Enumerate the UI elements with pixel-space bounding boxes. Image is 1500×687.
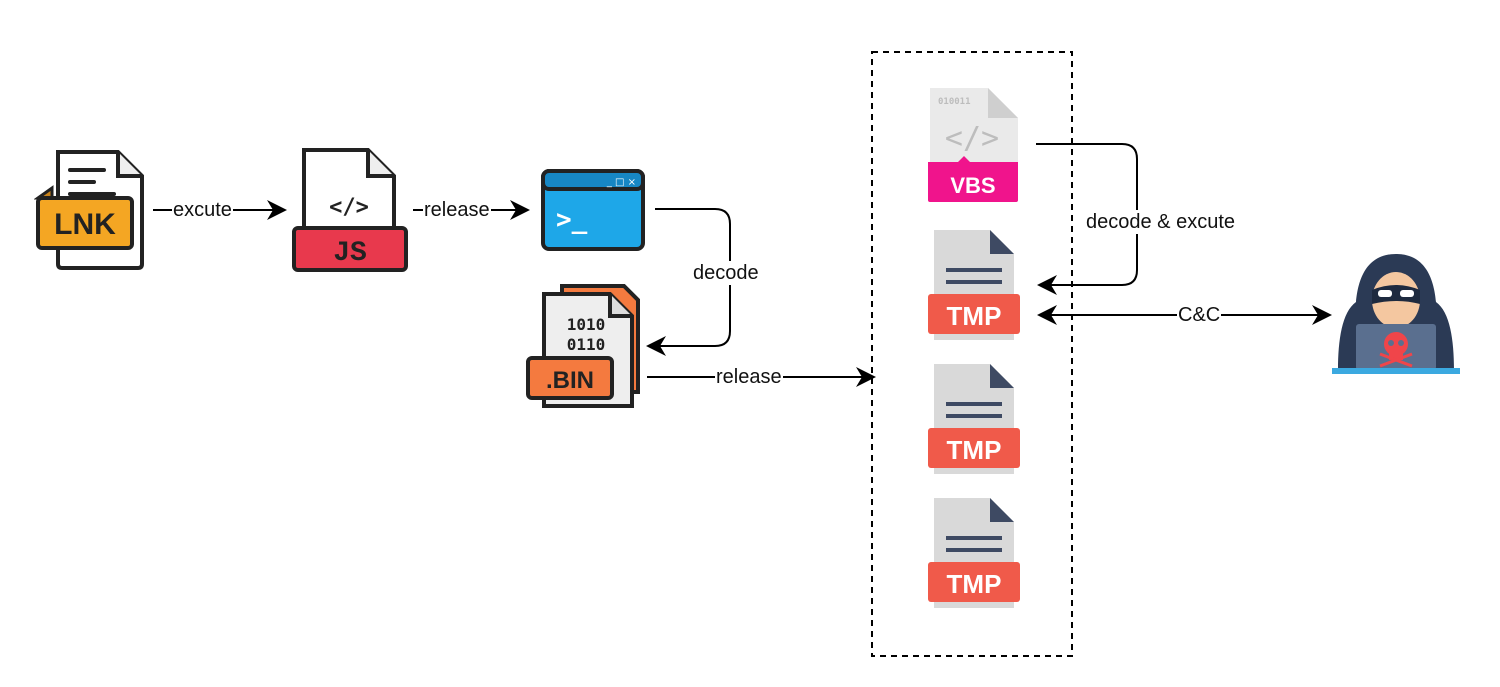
tmp-file-icon: TMP <box>926 496 1022 612</box>
tmp-label: TMP <box>947 435 1002 465</box>
terminal-prompt: >_ <box>556 205 588 235</box>
vbs-label: VBS <box>950 173 995 198</box>
edge-label-cnc: C&C <box>1177 303 1222 327</box>
js-code-glyph: </> <box>329 195 369 220</box>
tmp-file-icon: TMP <box>926 362 1022 478</box>
tmp-label: TMP <box>947 301 1002 331</box>
edge-label-release-bin: release <box>715 365 783 389</box>
bin-file-icon: 1010 0110 .BIN <box>524 282 644 410</box>
tmp-file-icon: TMP <box>926 228 1022 344</box>
lnk-file-icon: LNK <box>34 148 146 272</box>
edge-label-release-terminal: release <box>423 198 491 222</box>
vbs-file-icon: 010011 </> VBS <box>926 84 1022 204</box>
edge-label-excute: excute <box>172 198 233 222</box>
hacker-icon <box>1332 250 1460 378</box>
bin-line-1: 1010 <box>567 315 606 334</box>
edge-label-decode: decode <box>692 261 760 285</box>
terminal-window-controls: _ □ × <box>606 177 636 188</box>
dropped-files-group <box>871 51 1073 657</box>
js-file-icon: </> JS <box>290 146 410 274</box>
js-label: JS <box>333 238 367 269</box>
vbs-bits: 010011 <box>938 97 971 107</box>
lnk-label: LNK <box>54 208 116 241</box>
edge-label-decode-excute: decode & excute <box>1085 210 1236 234</box>
tmp-label: TMP <box>947 569 1002 599</box>
bin-line-2: 0110 <box>567 335 606 354</box>
terminal-icon: _ □ × >_ <box>540 168 646 252</box>
bin-label: .BIN <box>546 367 594 394</box>
vbs-code-glyph: </> <box>945 121 999 156</box>
